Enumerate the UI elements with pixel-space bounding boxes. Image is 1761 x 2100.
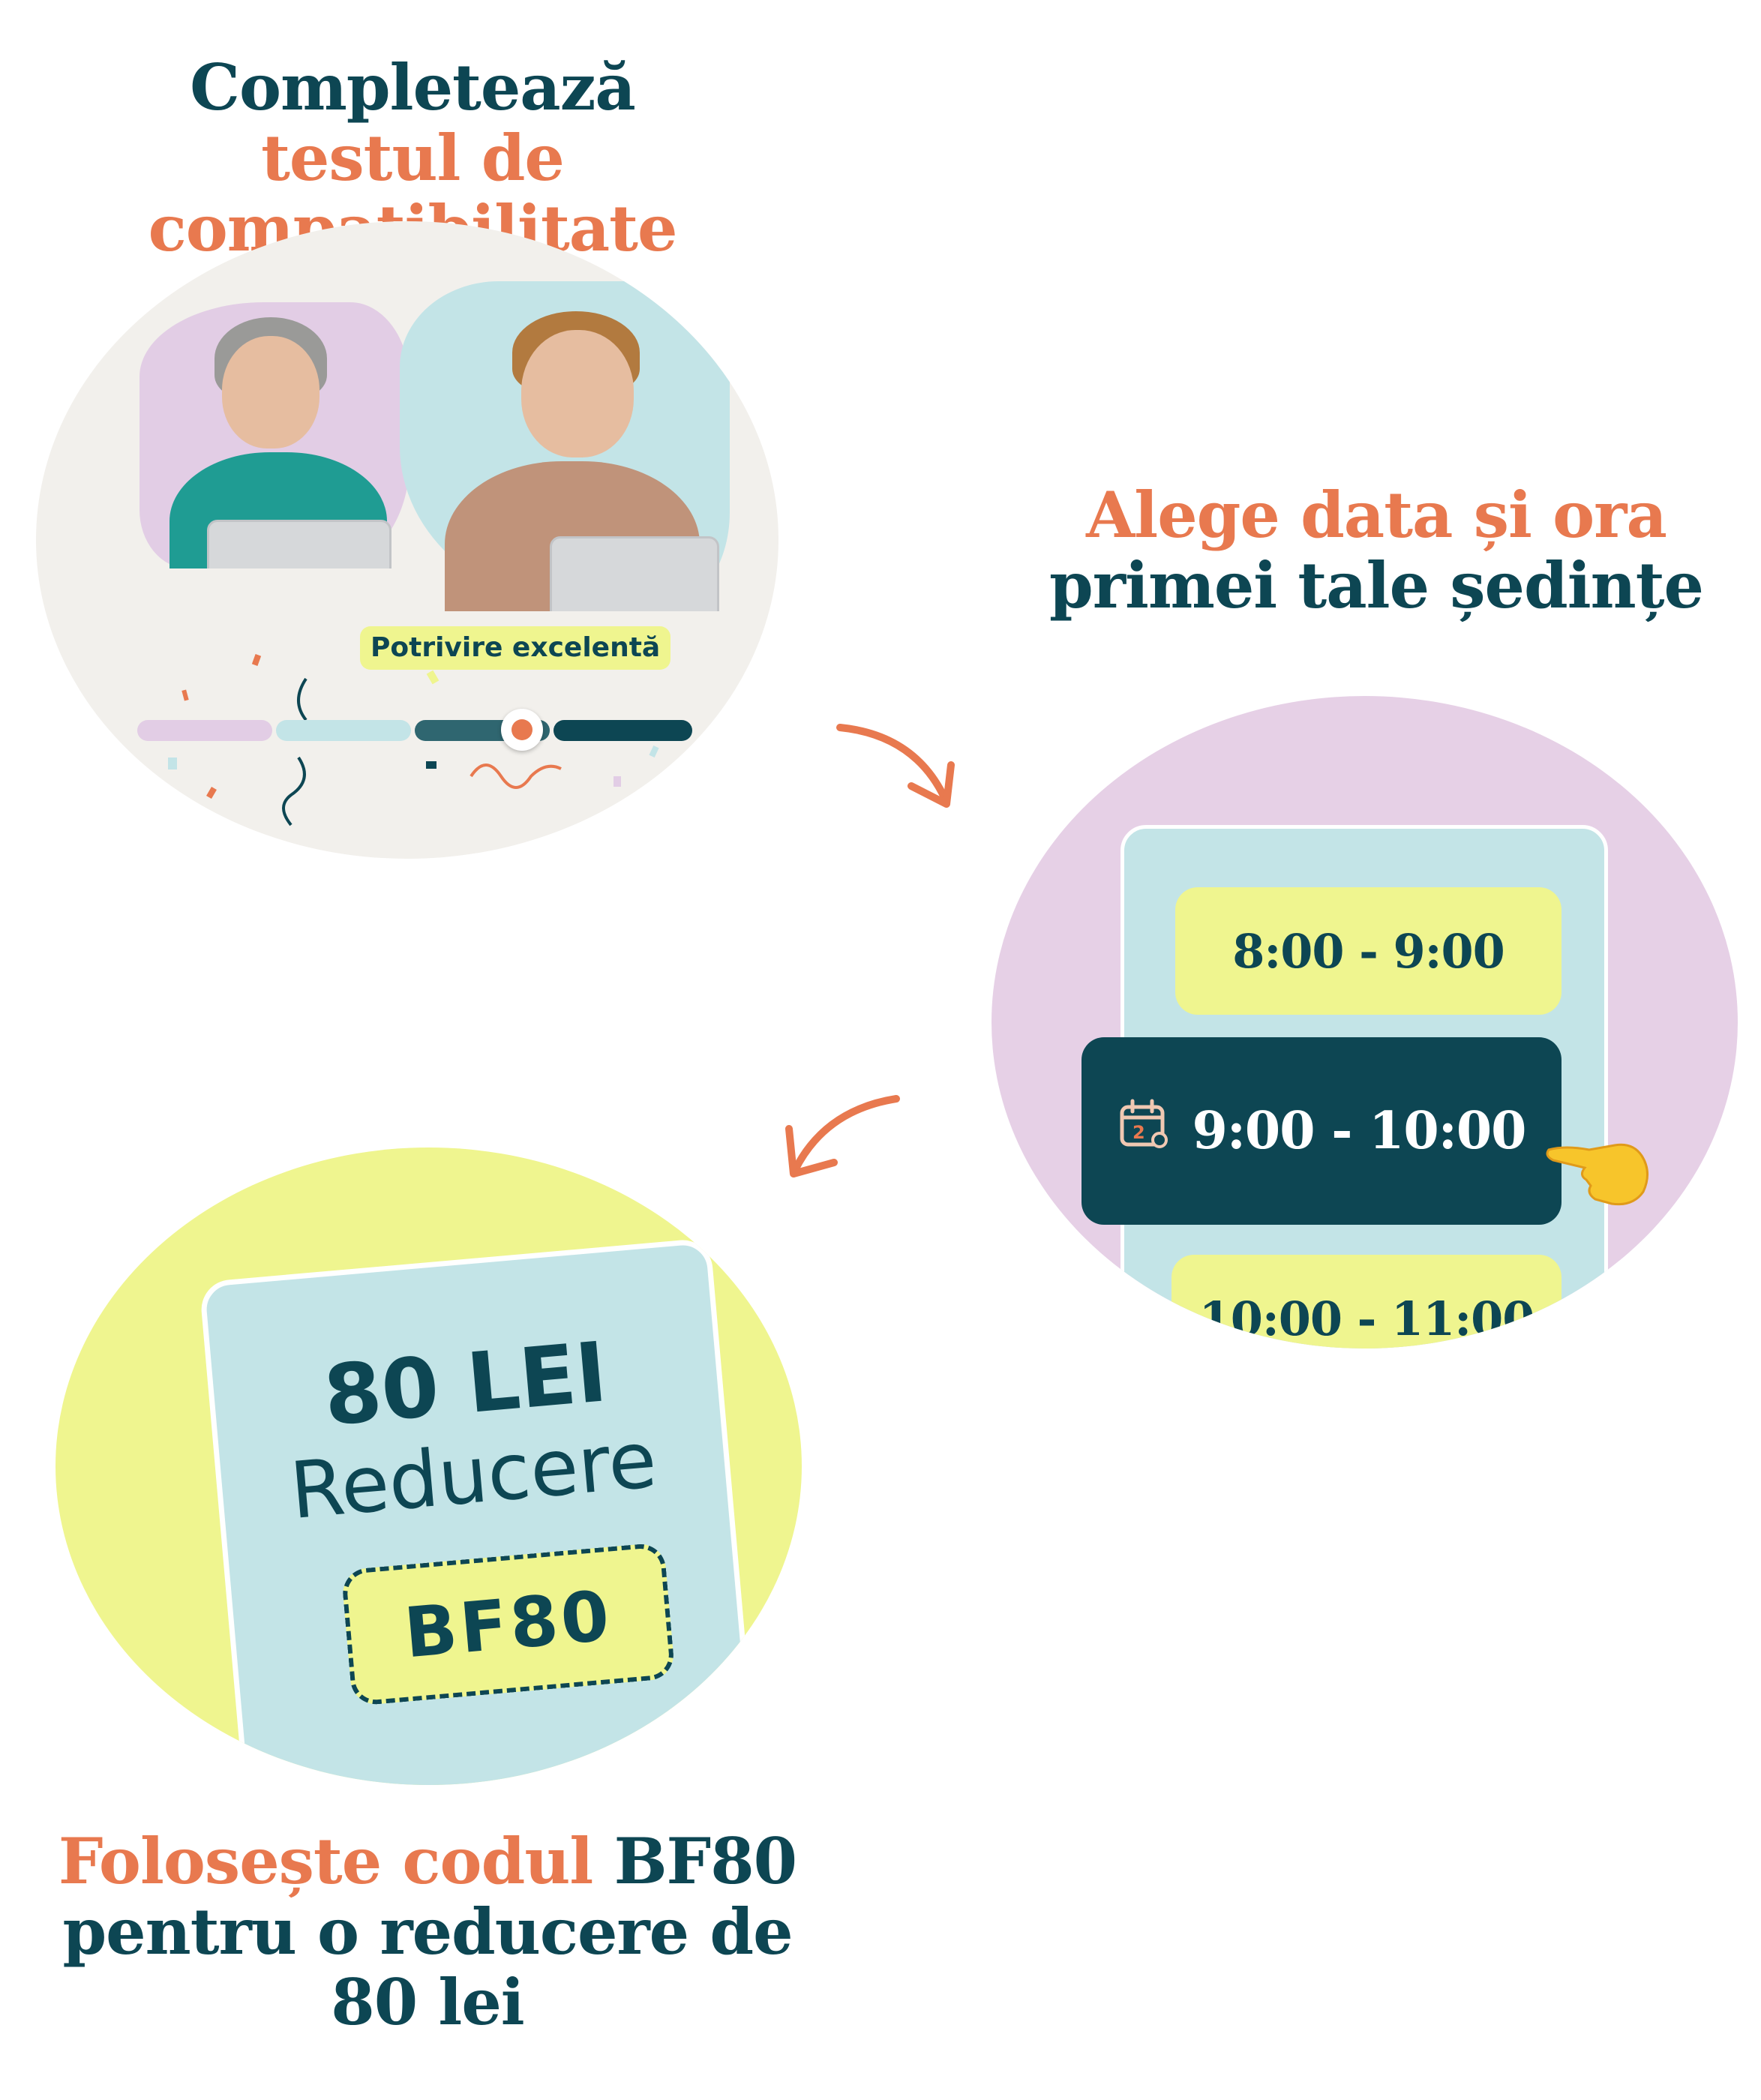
step3-caption-line3: 80 lei [331,1965,524,2040]
therapist-photo [140,302,410,568]
step2-title-line1: Alege data și ora [1086,478,1667,552]
time-slot-2-selected[interactable]: 2 9:00 - 10:00 [1082,1037,1562,1225]
step1-title-line2: testul de compatibilitate [148,121,678,263]
step2-heading: Alege data și ora primei tale ședințe [1020,478,1732,623]
step2-title-line2: primei tale ședințe [1049,548,1704,623]
discount-illustration: 80 LEI Reducere BF80 [56,1148,802,1785]
step3-caption-code: BF80 [614,1824,798,1898]
confetti-decoration [168,654,659,826]
time-slot-3[interactable]: 10:00 - 11:00 [1172,1255,1562,1348]
client-photo [400,281,730,611]
compatibility-test-illustration: Potrivire excelentă [36,221,778,859]
compatibility-slider-knob[interactable] [501,709,543,751]
time-slot-2-label: 9:00 - 10:00 [1192,1101,1527,1161]
step3-caption-part1: Folosește codul [58,1824,593,1898]
compatibility-segment-excellent [554,720,692,741]
step3-caption-line2: pentru o reducere de [62,1894,793,1970]
svg-text:2: 2 [1132,1122,1144,1143]
discount-coupon: 80 LEI Reducere BF80 [199,1238,777,1785]
schedule-illustration: 8:00 - 9:00 2 9:00 - 10:00 10:00 - 11:00 [992,696,1738,1348]
step1-heading: Completează testul de compatibilitate [0,52,825,264]
step1-title-line1: Completează [190,50,636,124]
match-label: Potrivire excelentă [360,626,671,670]
compatibility-segment-medium [276,720,411,741]
arrow-icon [772,1084,908,1192]
time-slot-1[interactable]: 8:00 - 9:00 [1175,887,1562,1015]
compatibility-segment-low [137,720,272,741]
calendar-icon: 2 [1118,1098,1172,1165]
step3-heading: Folosește codul BF80 pentru o reducere d… [45,1826,810,2038]
pointing-hand-icon [1543,1120,1655,1213]
coupon-code[interactable]: BF80 [340,1542,676,1707]
arrow-icon [832,712,960,820]
